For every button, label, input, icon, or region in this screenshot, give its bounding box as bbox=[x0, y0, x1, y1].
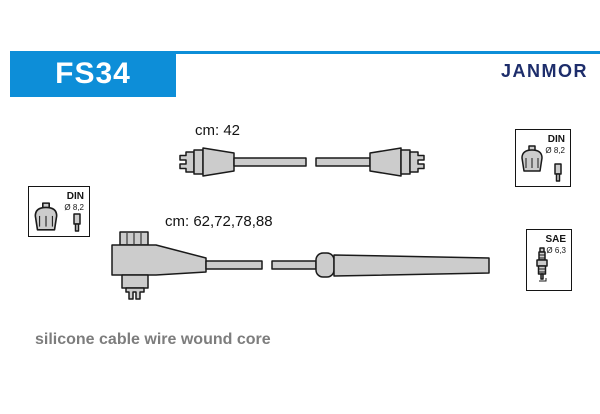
angled-boot bbox=[111, 244, 207, 276]
left-terminal-icon bbox=[179, 151, 195, 173]
left-boot bbox=[202, 147, 235, 177]
spec-standard-label: SAE bbox=[545, 234, 566, 245]
header-rule bbox=[10, 51, 600, 54]
cable-length-label: cm: 62,72,78,88 bbox=[165, 213, 273, 230]
distributor-cap-icon bbox=[521, 145, 543, 172]
cable-segment bbox=[205, 260, 263, 270]
part-number-badge: FS34 bbox=[10, 51, 176, 97]
stub-terminal-icon bbox=[125, 287, 145, 300]
cable-segment bbox=[233, 157, 307, 167]
spark-plug-icon bbox=[536, 247, 548, 282]
short-lead-diagram bbox=[179, 147, 425, 177]
part-number: FS34 bbox=[55, 57, 131, 90]
spec-standard-label: DIN bbox=[547, 134, 565, 145]
long-boot bbox=[333, 254, 490, 277]
din-connector-icon bbox=[554, 163, 562, 182]
right-terminal-icon bbox=[409, 151, 425, 173]
product-description: silicone cable wire wound core bbox=[35, 331, 271, 348]
din-connector-icon bbox=[73, 213, 81, 232]
right-collar bbox=[400, 149, 411, 175]
distributor-cap-icon bbox=[34, 202, 58, 231]
boot-stub bbox=[121, 274, 149, 289]
din-spec-box: DIN Ø 8,2 bbox=[515, 129, 571, 187]
spec-diameter-label: Ø 8,2 bbox=[64, 203, 84, 212]
plug-lead-diagram bbox=[111, 231, 490, 300]
spec-diameter-label: Ø 6,3 bbox=[546, 246, 566, 255]
left-collar bbox=[193, 149, 204, 175]
right-boot bbox=[369, 147, 402, 177]
cable-segment bbox=[271, 260, 317, 270]
sae-spec-box: SAE Ø 6,3 bbox=[526, 229, 572, 291]
din-spec-box: DIN Ø 8,2 bbox=[28, 186, 90, 237]
spec-standard-label: DIN bbox=[66, 191, 84, 202]
cable-length-label: cm: 42 bbox=[195, 122, 241, 139]
spec-diameter-label: Ø 8,2 bbox=[545, 146, 565, 155]
brand-logo: JANMOR bbox=[500, 61, 588, 81]
boot-collar bbox=[315, 252, 335, 278]
cable-segment bbox=[315, 157, 371, 167]
